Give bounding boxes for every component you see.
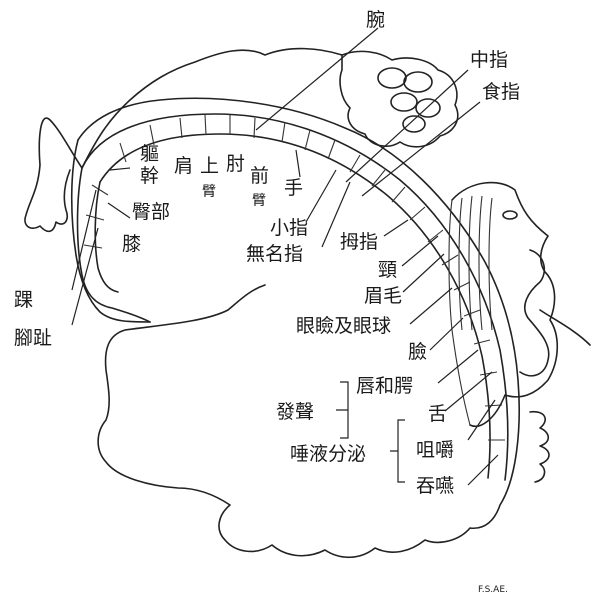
label-hand: 手 <box>284 177 303 199</box>
label-upper-arm-1: 上 <box>200 155 219 177</box>
label-ankle: 踝 <box>14 289 33 311</box>
label-forearm-1: 前 <box>250 165 269 187</box>
label-trunk-2: 幹 <box>140 165 159 187</box>
label-lips: 唇和腭 <box>356 375 413 397</box>
label-swallowing: 吞嚥 <box>416 475 454 497</box>
label-shoulder: 肩 <box>174 155 193 177</box>
label-little-finger: 小指 <box>270 217 308 239</box>
homunculus-hand <box>340 51 458 146</box>
label-neck: 頸 <box>378 259 397 281</box>
label-face: 臉 <box>408 341 427 363</box>
label-toes: 腳趾 <box>14 327 52 349</box>
label-knee: 膝 <box>122 233 141 255</box>
label-thumb: 拇指 <box>340 231 378 253</box>
homunculus-leg-top <box>82 49 342 168</box>
label-salivation: 唾液分泌 <box>290 443 366 465</box>
label-tongue: 舌 <box>428 403 447 425</box>
leg-region-band-inner <box>95 182 118 292</box>
label-elbow: 肘 <box>226 153 245 175</box>
label-vocalization: 發聲 <box>276 401 314 423</box>
homunculus-leg <box>25 118 82 231</box>
label-chewing: 咀嚼 <box>416 439 454 461</box>
label-hip: 臀部 <box>132 201 170 223</box>
label-middle-finger: 中指 <box>470 49 508 71</box>
label-brow: 眉毛 <box>364 285 402 307</box>
label-index-finger: 食指 <box>482 81 520 103</box>
label-forearm-2: 臂 <box>252 193 266 209</box>
throat-spine <box>530 412 549 482</box>
artist-credit: F.S.AE. <box>478 585 508 595</box>
label-ring-finger: 無名指 <box>246 243 303 265</box>
label-wrist: 腕 <box>366 9 385 31</box>
label-trunk-1: 軀 <box>140 143 159 165</box>
label-upper-arm-2: 臂 <box>202 184 216 200</box>
label-eyelid-eyeball: 眼瞼及眼球 <box>296 315 391 337</box>
